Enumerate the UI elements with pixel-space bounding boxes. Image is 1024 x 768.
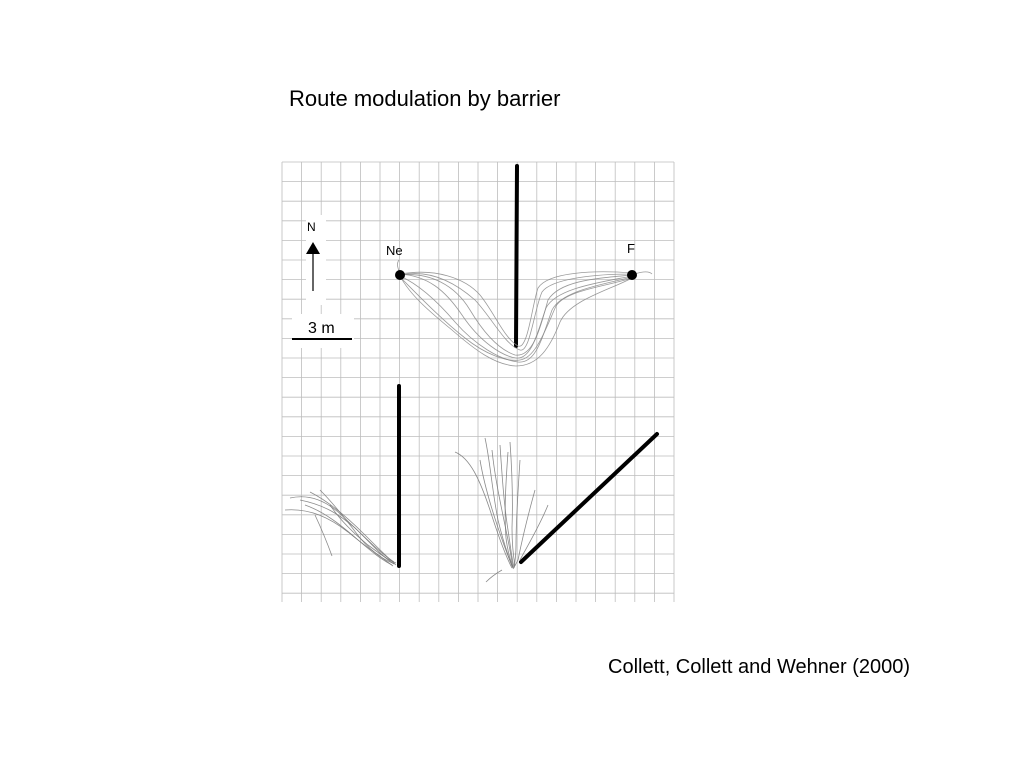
scale-bar-icon bbox=[292, 314, 354, 348]
citation: Collett, Collett and Wehner (2000) bbox=[608, 656, 911, 678]
nest-label: Ne bbox=[386, 243, 403, 258]
north-arrow-icon bbox=[306, 215, 326, 305]
feeder-label: F bbox=[627, 241, 635, 256]
route-figure: Ne F N 3 m bbox=[281, 161, 675, 602]
grid bbox=[281, 161, 675, 602]
barrier-top bbox=[514, 164, 519, 348]
slide-title: Route modulation by barrier bbox=[289, 86, 561, 111]
north-label: N bbox=[307, 220, 316, 234]
nest-marker bbox=[395, 270, 405, 280]
routes-top bbox=[397, 259, 653, 367]
routes-bottom-right bbox=[454, 437, 549, 583]
scale-label: 3 m bbox=[308, 320, 335, 337]
barrier-diagonal bbox=[519, 432, 659, 564]
routes-bottom-left bbox=[284, 489, 397, 567]
feeder-marker bbox=[627, 270, 637, 280]
